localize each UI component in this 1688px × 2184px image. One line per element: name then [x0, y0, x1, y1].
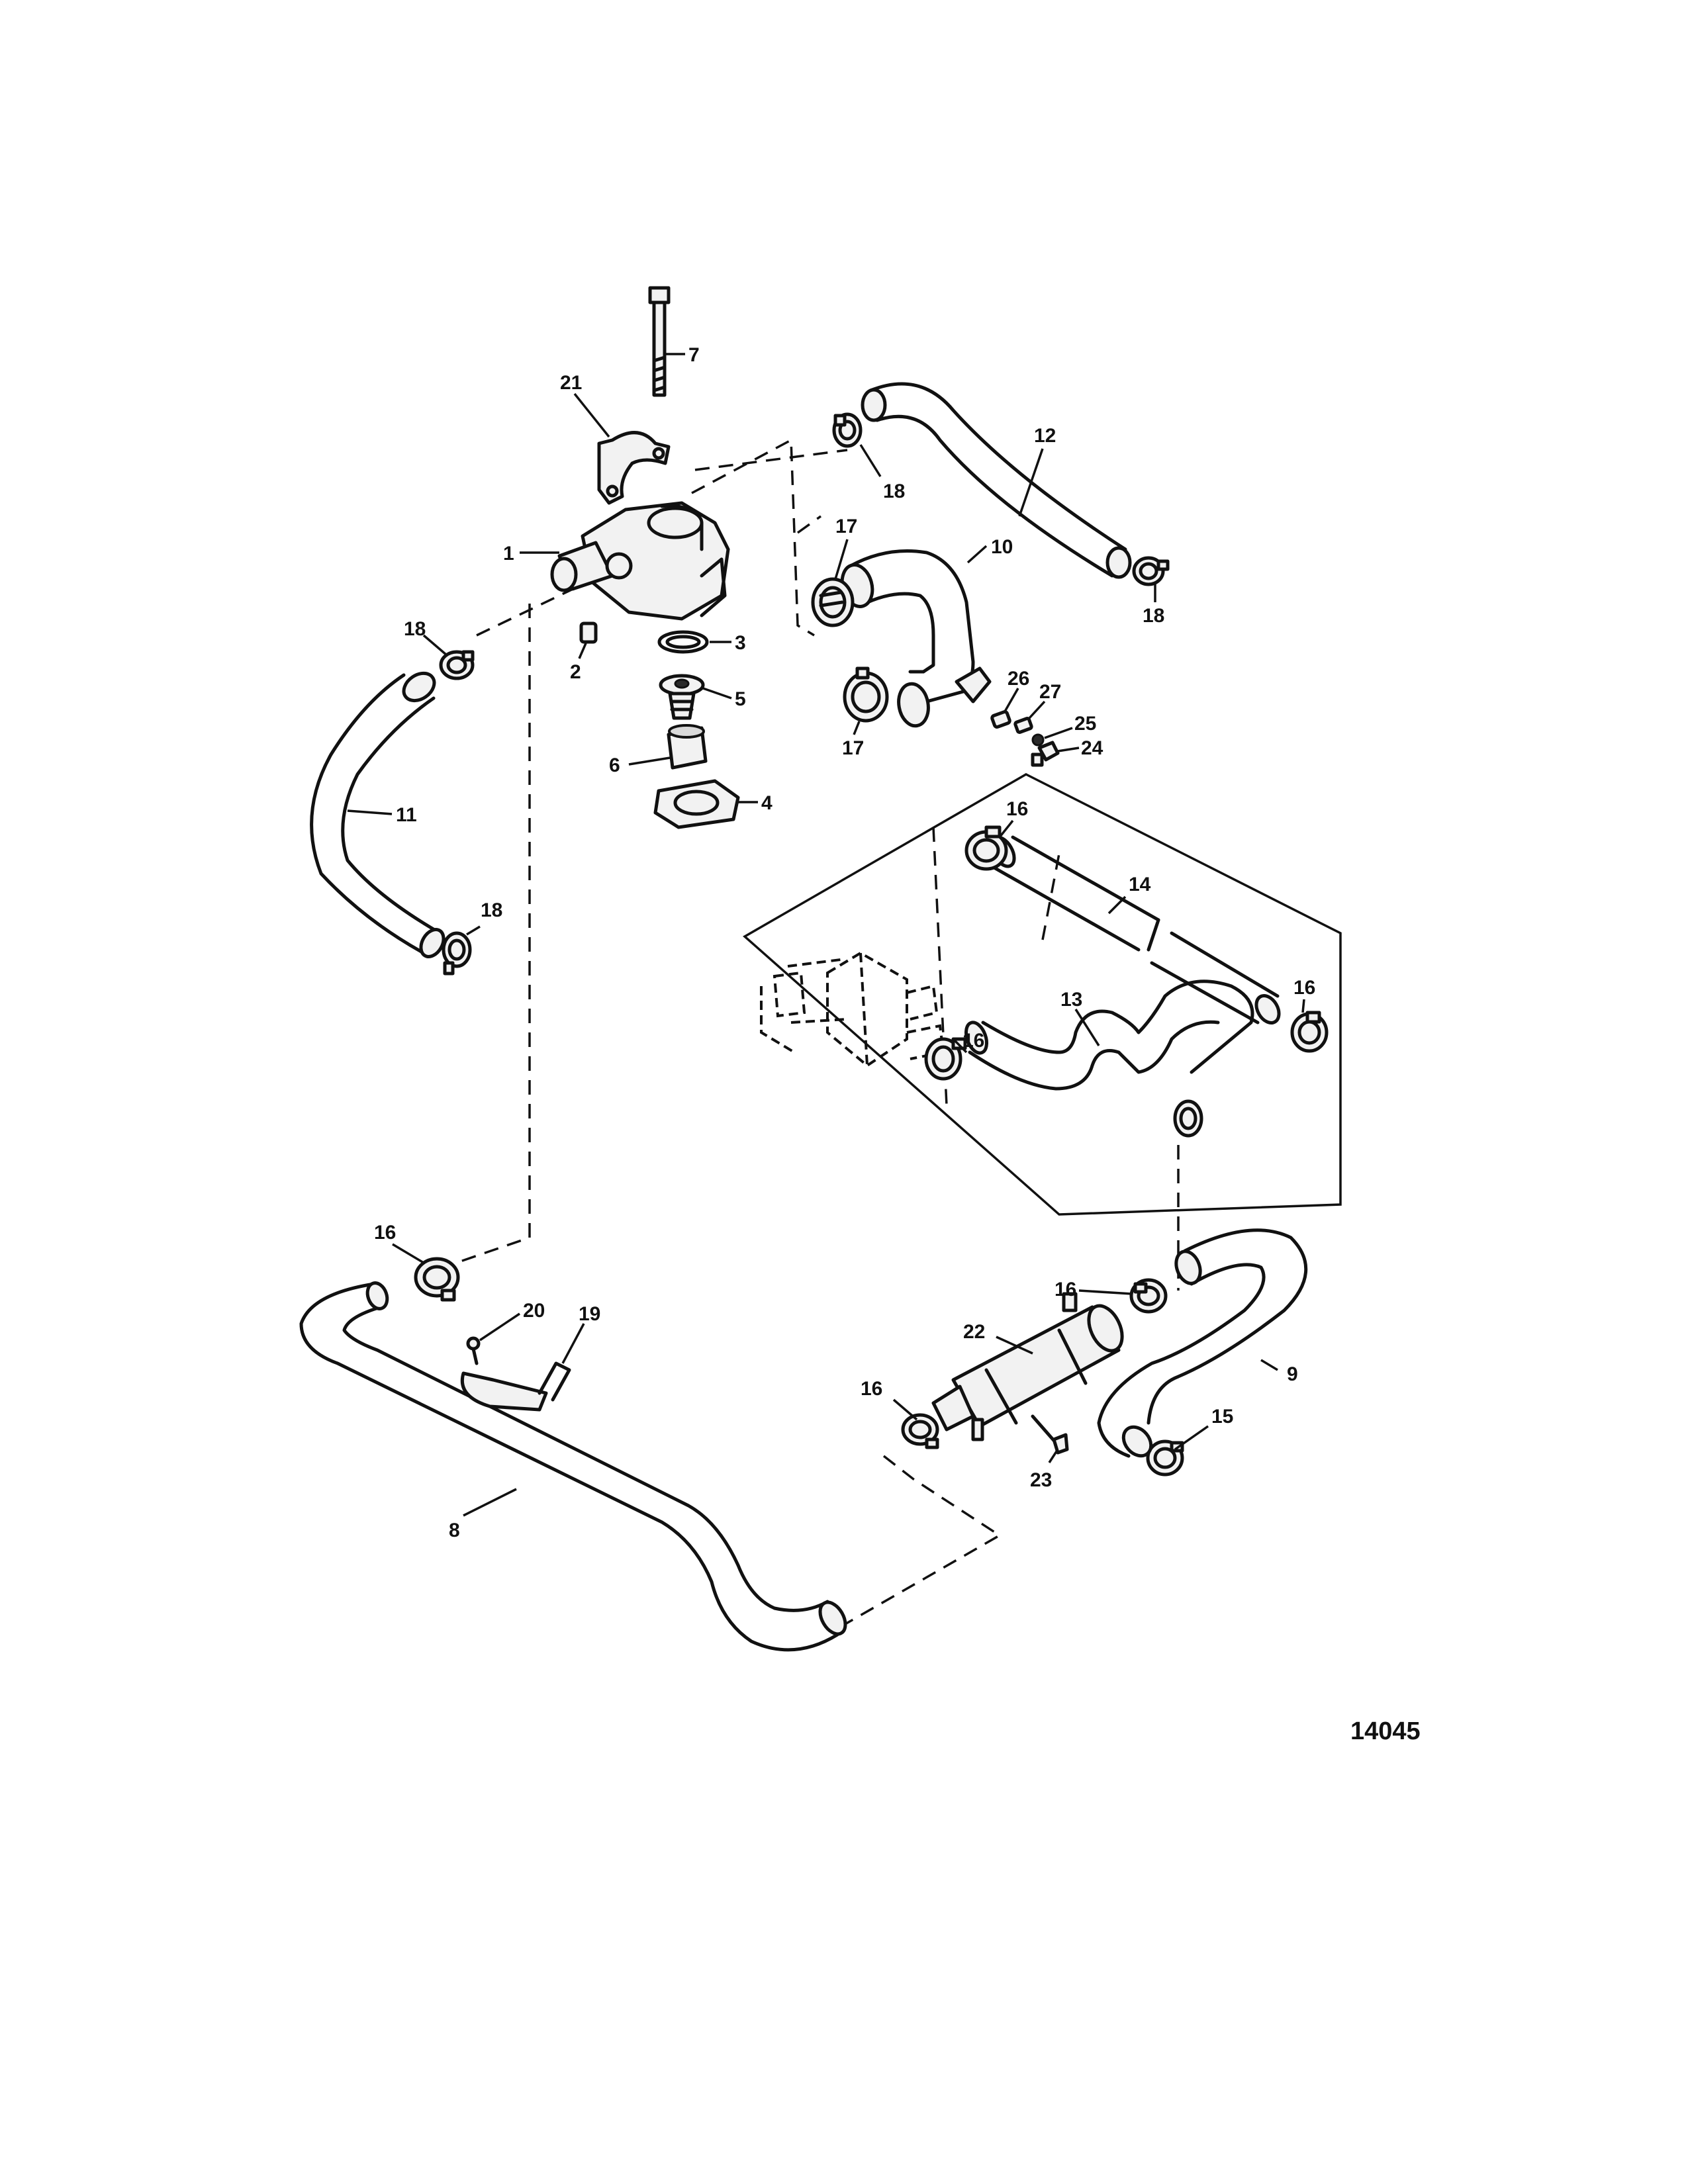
fitting-part-26: [990, 710, 1011, 729]
callout-10: 10: [991, 536, 1013, 558]
callout-16-panel-top: 16: [1006, 798, 1028, 820]
figure-number: 14045: [1350, 1717, 1421, 1745]
callout-22: 22: [963, 1321, 985, 1343]
callout-8: 8: [449, 1520, 460, 1541]
callout-9: 9: [1287, 1363, 1298, 1385]
callout-16-panel-mid: 16: [962, 1030, 984, 1052]
hose-part-14: [990, 835, 1281, 1024]
callout-5: 5: [735, 688, 746, 710]
heat-exchanger-panel: [743, 773, 1342, 1216]
screw-part-20: [466, 1336, 481, 1365]
clamp-16-hose-13: [1173, 1099, 1203, 1138]
callout-3: 3: [735, 632, 746, 654]
hose-part-8: [299, 1281, 847, 1652]
callout-17-top: 17: [835, 516, 857, 537]
clamp-16-panel-right: [1290, 1011, 1329, 1053]
callout-18-top: 18: [883, 480, 905, 502]
callout-17-bottom: 17: [842, 737, 864, 759]
washer-part-25: [1031, 733, 1045, 747]
callout-11: 11: [396, 804, 417, 826]
seal-part-3: [657, 630, 709, 654]
callout-26: 26: [1008, 668, 1029, 690]
callout-16-lower-left: 16: [374, 1222, 396, 1244]
callout-16-panel-right: 16: [1293, 977, 1315, 999]
callout-21: 21: [560, 372, 582, 394]
callout-20: 20: [523, 1300, 545, 1322]
callout-25: 25: [1074, 713, 1096, 735]
clamp-18-top: [832, 412, 863, 448]
callout-labels: 7 21 1 2 3 5 6 4 11 18 18 18 12 18 17 10…: [374, 344, 1315, 1541]
clip-part-19: [461, 1361, 571, 1412]
clamp-18-left-top: [439, 650, 475, 680]
callout-24: 24: [1081, 737, 1103, 759]
callout-18-left-bottom: 18: [481, 899, 502, 921]
clamp-part-15: [1146, 1439, 1184, 1477]
callout-1: 1: [503, 543, 514, 565]
fitting-part-27: [1013, 717, 1033, 734]
hose-part-13: [964, 979, 1254, 1091]
sleeve-part-6: [667, 724, 708, 770]
hose-part-11: [310, 671, 445, 958]
clamp-16-cooler-left: [901, 1413, 939, 1449]
callout-18-left-top: 18: [404, 618, 426, 640]
callout-12: 12: [1034, 425, 1056, 447]
callout-13: 13: [1060, 989, 1082, 1011]
clamp-16-lower-left: [414, 1257, 460, 1302]
clamp-18-left-bottom: [442, 931, 472, 976]
bracket-part-21: [597, 431, 671, 505]
plug-part-24: [1031, 741, 1060, 767]
callout-7: 7: [688, 344, 700, 366]
hose-part-12: [861, 382, 1132, 579]
callout-27: 27: [1039, 681, 1061, 703]
screw-part-23: [1031, 1414, 1069, 1455]
clamp-16-cooler-right: [1129, 1278, 1168, 1314]
clamp-17-top: [811, 577, 855, 627]
callout-16-cooler-right: 16: [1055, 1279, 1076, 1300]
thermostat-housing-part-1: [550, 501, 730, 621]
callout-23: 23: [1030, 1469, 1052, 1491]
clamp-17-bottom: [843, 666, 889, 723]
heat-exchanger-phantom: [760, 951, 945, 1068]
clamp-16-panel-top: [964, 825, 1008, 871]
clamp-18-right: [1132, 556, 1170, 586]
callout-19: 19: [579, 1303, 600, 1325]
callout-14: 14: [1129, 874, 1151, 895]
hose-part-9: [1097, 1228, 1308, 1458]
callout-15: 15: [1211, 1406, 1233, 1428]
leader-lines: [347, 353, 1305, 1517]
bolt-part-7: [648, 286, 671, 397]
thermostat-part-5: [659, 674, 705, 720]
callout-18-right: 18: [1143, 605, 1164, 627]
gasket-part-4: [653, 779, 740, 829]
callout-16-cooler-left: 16: [861, 1378, 882, 1400]
callout-4: 4: [761, 792, 773, 814]
callout-6: 6: [609, 754, 620, 776]
cooler-part-22: [931, 1292, 1124, 1441]
callout-2: 2: [570, 661, 581, 683]
plug-part-2: [579, 621, 598, 644]
